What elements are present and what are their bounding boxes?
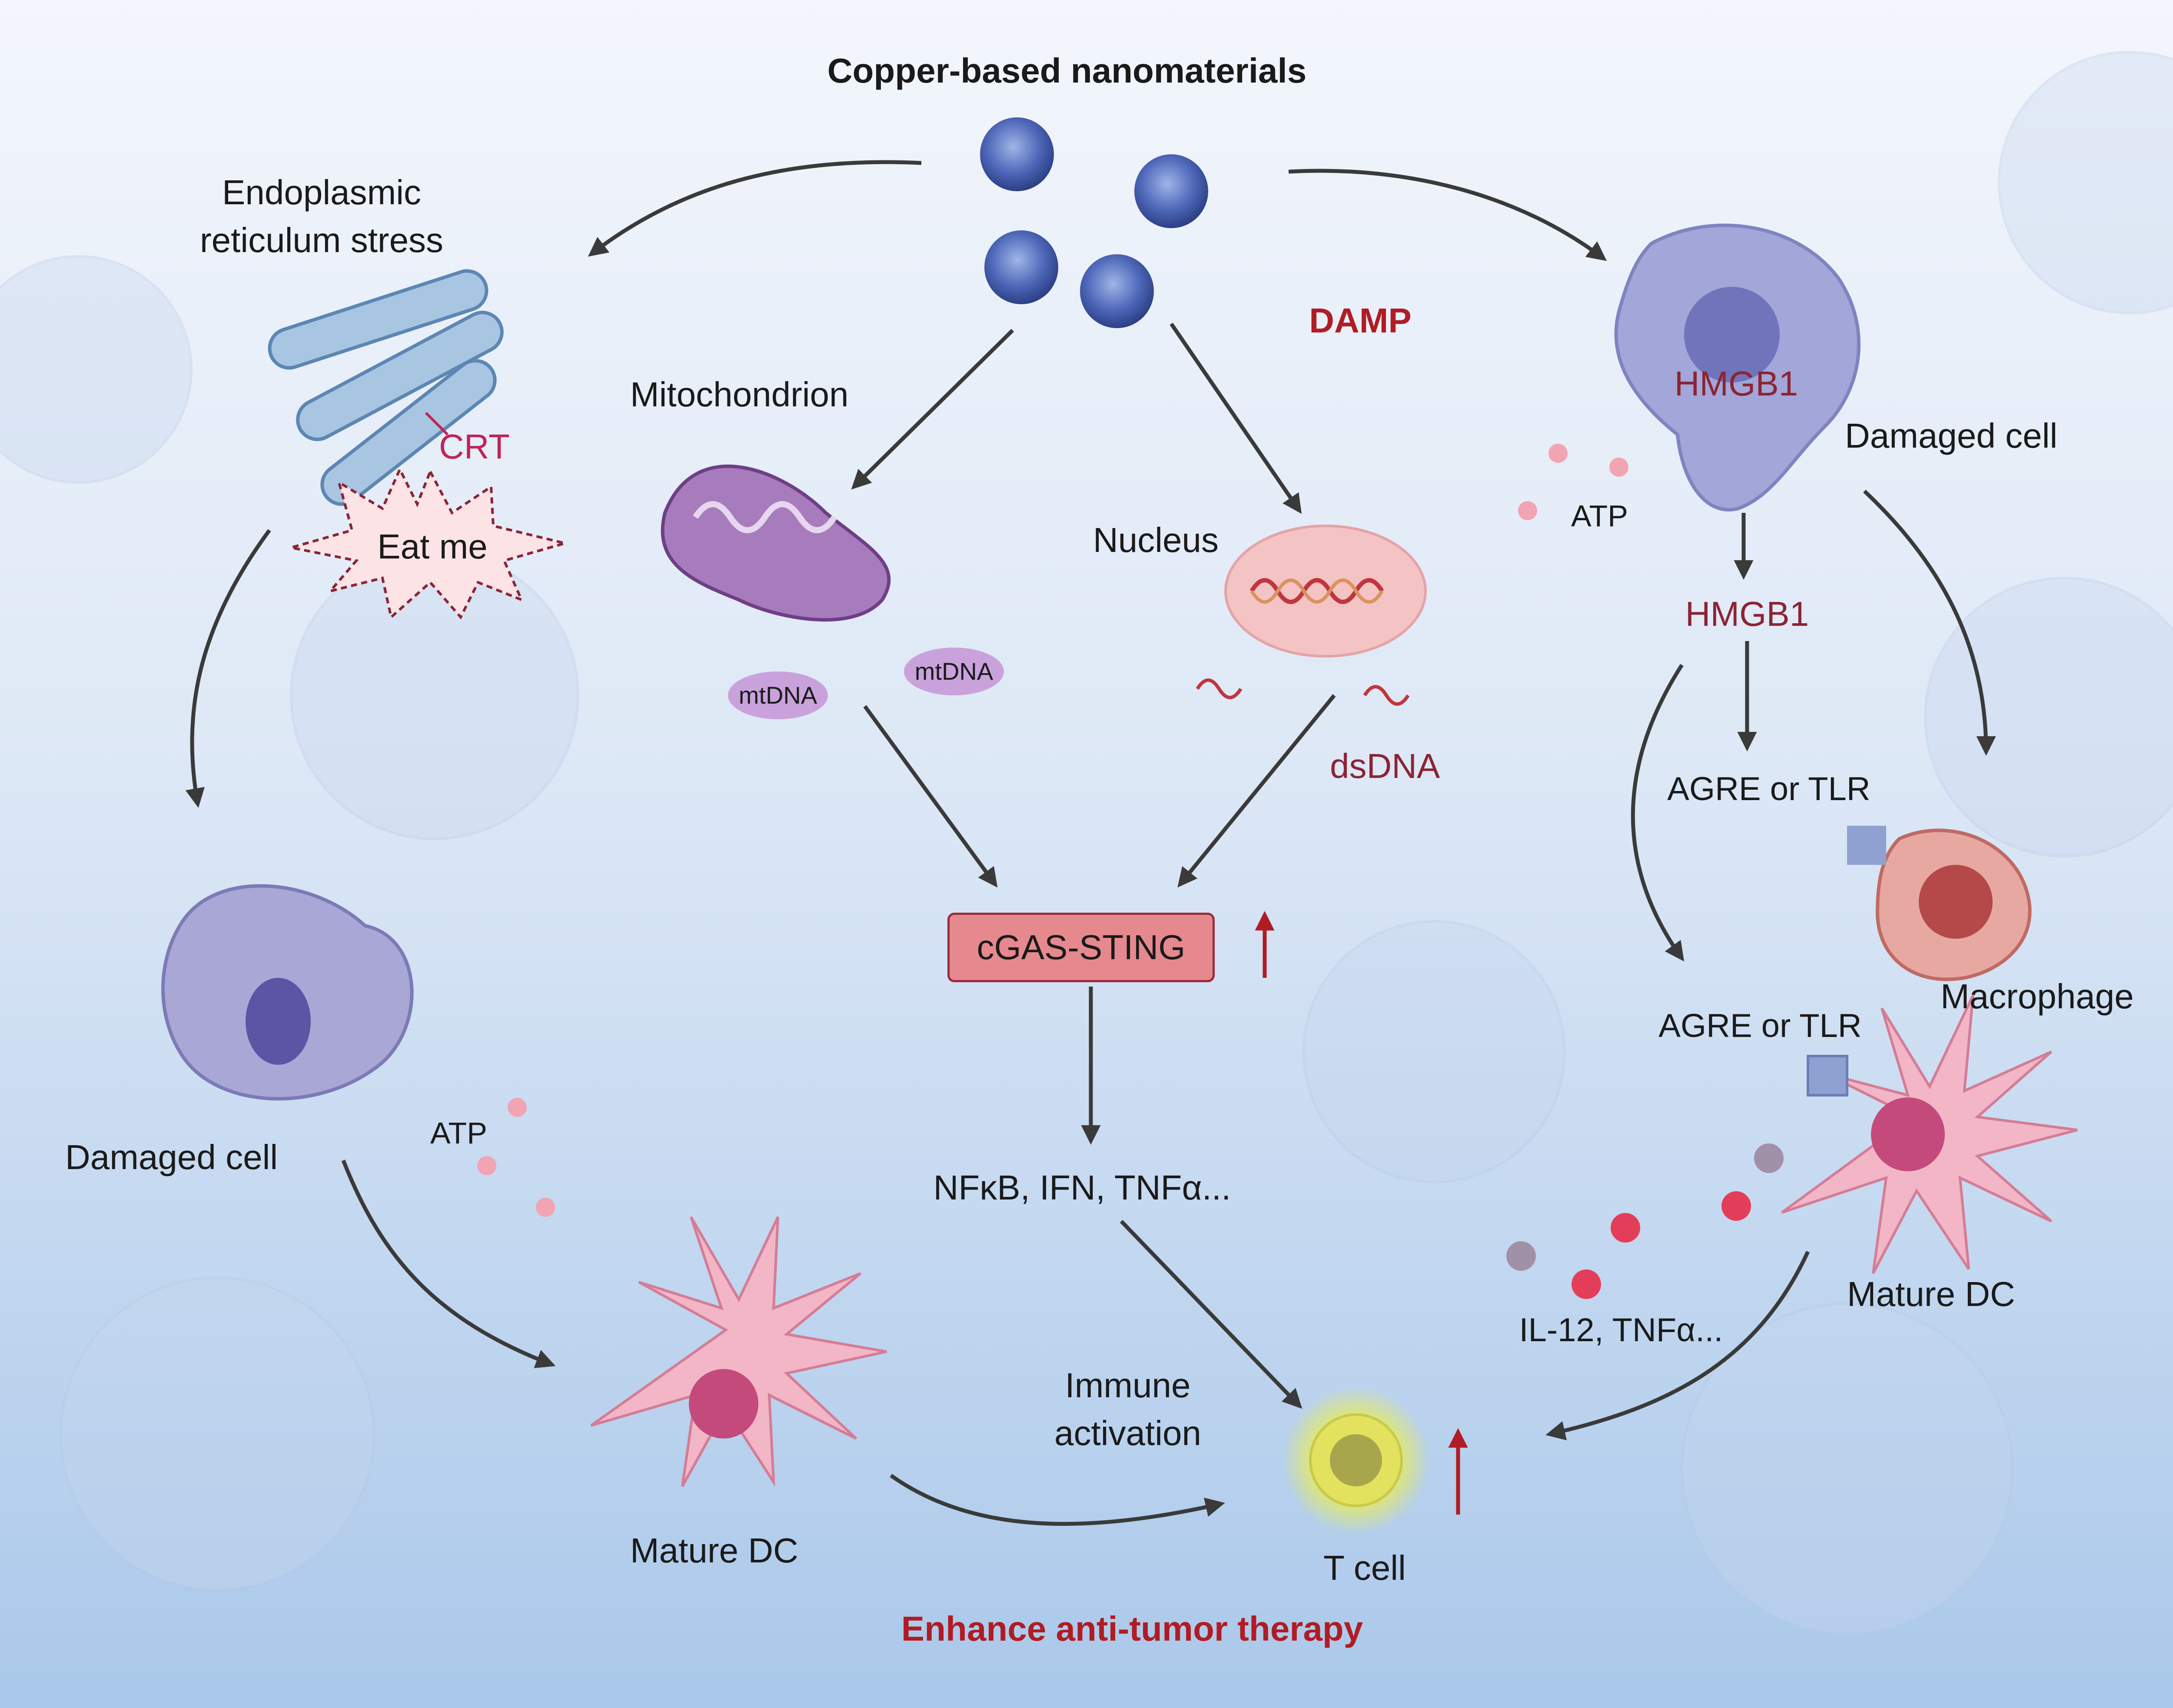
macrophage-label: Macrophage xyxy=(1940,977,2134,1016)
right-atp-label: ATP xyxy=(1571,499,1628,533)
left-atp-label: ATP xyxy=(430,1116,487,1150)
eat-me-burst xyxy=(291,466,570,620)
mtdna-label-1: mtDNA xyxy=(738,681,817,709)
hmgb1-label: HMGB1 xyxy=(1685,595,1809,633)
nucleus-label: Nucleus xyxy=(1093,521,1219,559)
receptor-label-1: AGRE or TLR xyxy=(1667,771,1871,807)
footer-label: Enhance anti-tumor therapy xyxy=(901,1609,1363,1648)
damp-label: DAMP xyxy=(1309,301,1412,340)
left-damaged-cell-label: Damaged cell xyxy=(65,1138,278,1176)
right-mature-dc-label: Mature DC xyxy=(1847,1275,2015,1313)
arrow-to-nucleus xyxy=(1170,322,1302,514)
crt-label: CRT xyxy=(439,427,510,466)
arrow-to-mitochondrion xyxy=(851,329,1014,490)
t-cell-label: T cell xyxy=(1323,1548,1406,1587)
right-damaged-cell-label: Damaged cell xyxy=(1845,416,2058,455)
dsdna-fragment xyxy=(1196,678,1243,699)
macrophage-icon xyxy=(1847,826,2032,981)
er-organelle-icon xyxy=(268,269,504,506)
right-cytokines-label: IL-12, TNFα... xyxy=(1519,1312,1723,1349)
dsdna-fragment xyxy=(1363,685,1410,706)
right-atp-dots xyxy=(1518,444,1628,520)
left-mature-dc xyxy=(590,1216,887,1487)
mtdna-label-2: mtDNA xyxy=(914,658,993,685)
background-cells xyxy=(0,51,2173,1635)
copper-nanoparticles xyxy=(980,117,1208,328)
receptor-label-2: AGRE or TLR xyxy=(1658,1007,1862,1044)
left-atp-dots xyxy=(477,1098,555,1217)
arrow-mtdna-to-cgas xyxy=(863,705,998,888)
er-stress-line2: reticulum stress xyxy=(199,221,444,259)
arrow-damaged-to-dc xyxy=(341,1160,556,1369)
mitochondrion-label: Mitochondrion xyxy=(630,375,849,414)
arrow-hmgb1-to-dc-receptor xyxy=(1631,664,1685,962)
arrow-dc-to-tcell-right xyxy=(1545,1251,1810,1440)
arrow-to-er xyxy=(588,160,922,257)
center-cytokines-label: NFκB, IFN, TNFα... xyxy=(933,1168,1231,1207)
hmgb1-in-cell-label: HMGB1 xyxy=(1674,364,1798,403)
nucleus-icon xyxy=(1224,525,1427,658)
cgas-sting-box: cGAS-STING xyxy=(947,913,1215,982)
immune-activation-line2: activation xyxy=(1054,1414,1201,1452)
arrow-damaged-to-macrophage xyxy=(1863,489,1996,756)
flow-arrows xyxy=(185,160,1996,1526)
dsdna-label: dsDNA xyxy=(1330,747,1440,785)
arrow-to-damaged-right xyxy=(1288,169,1607,261)
arrow-dsdna-to-cgas xyxy=(1177,694,1336,887)
arrow-cytokines-to-tcell xyxy=(1120,1220,1302,1409)
er-stress-line1: Endoplasmic xyxy=(222,173,422,212)
left-mature-dc-label: Mature DC xyxy=(630,1531,798,1570)
right-cytokine-dots xyxy=(1506,1143,1784,1299)
immune-activation-line1: Immune xyxy=(1065,1366,1191,1405)
eat-me-label: Eat me xyxy=(377,527,488,566)
arrow-dc-to-tcell xyxy=(890,1474,1225,1526)
mitochondrion-icon xyxy=(661,465,891,622)
arrow-er-to-damaged xyxy=(185,529,271,808)
title: Copper-based nanomaterials xyxy=(827,51,1307,90)
